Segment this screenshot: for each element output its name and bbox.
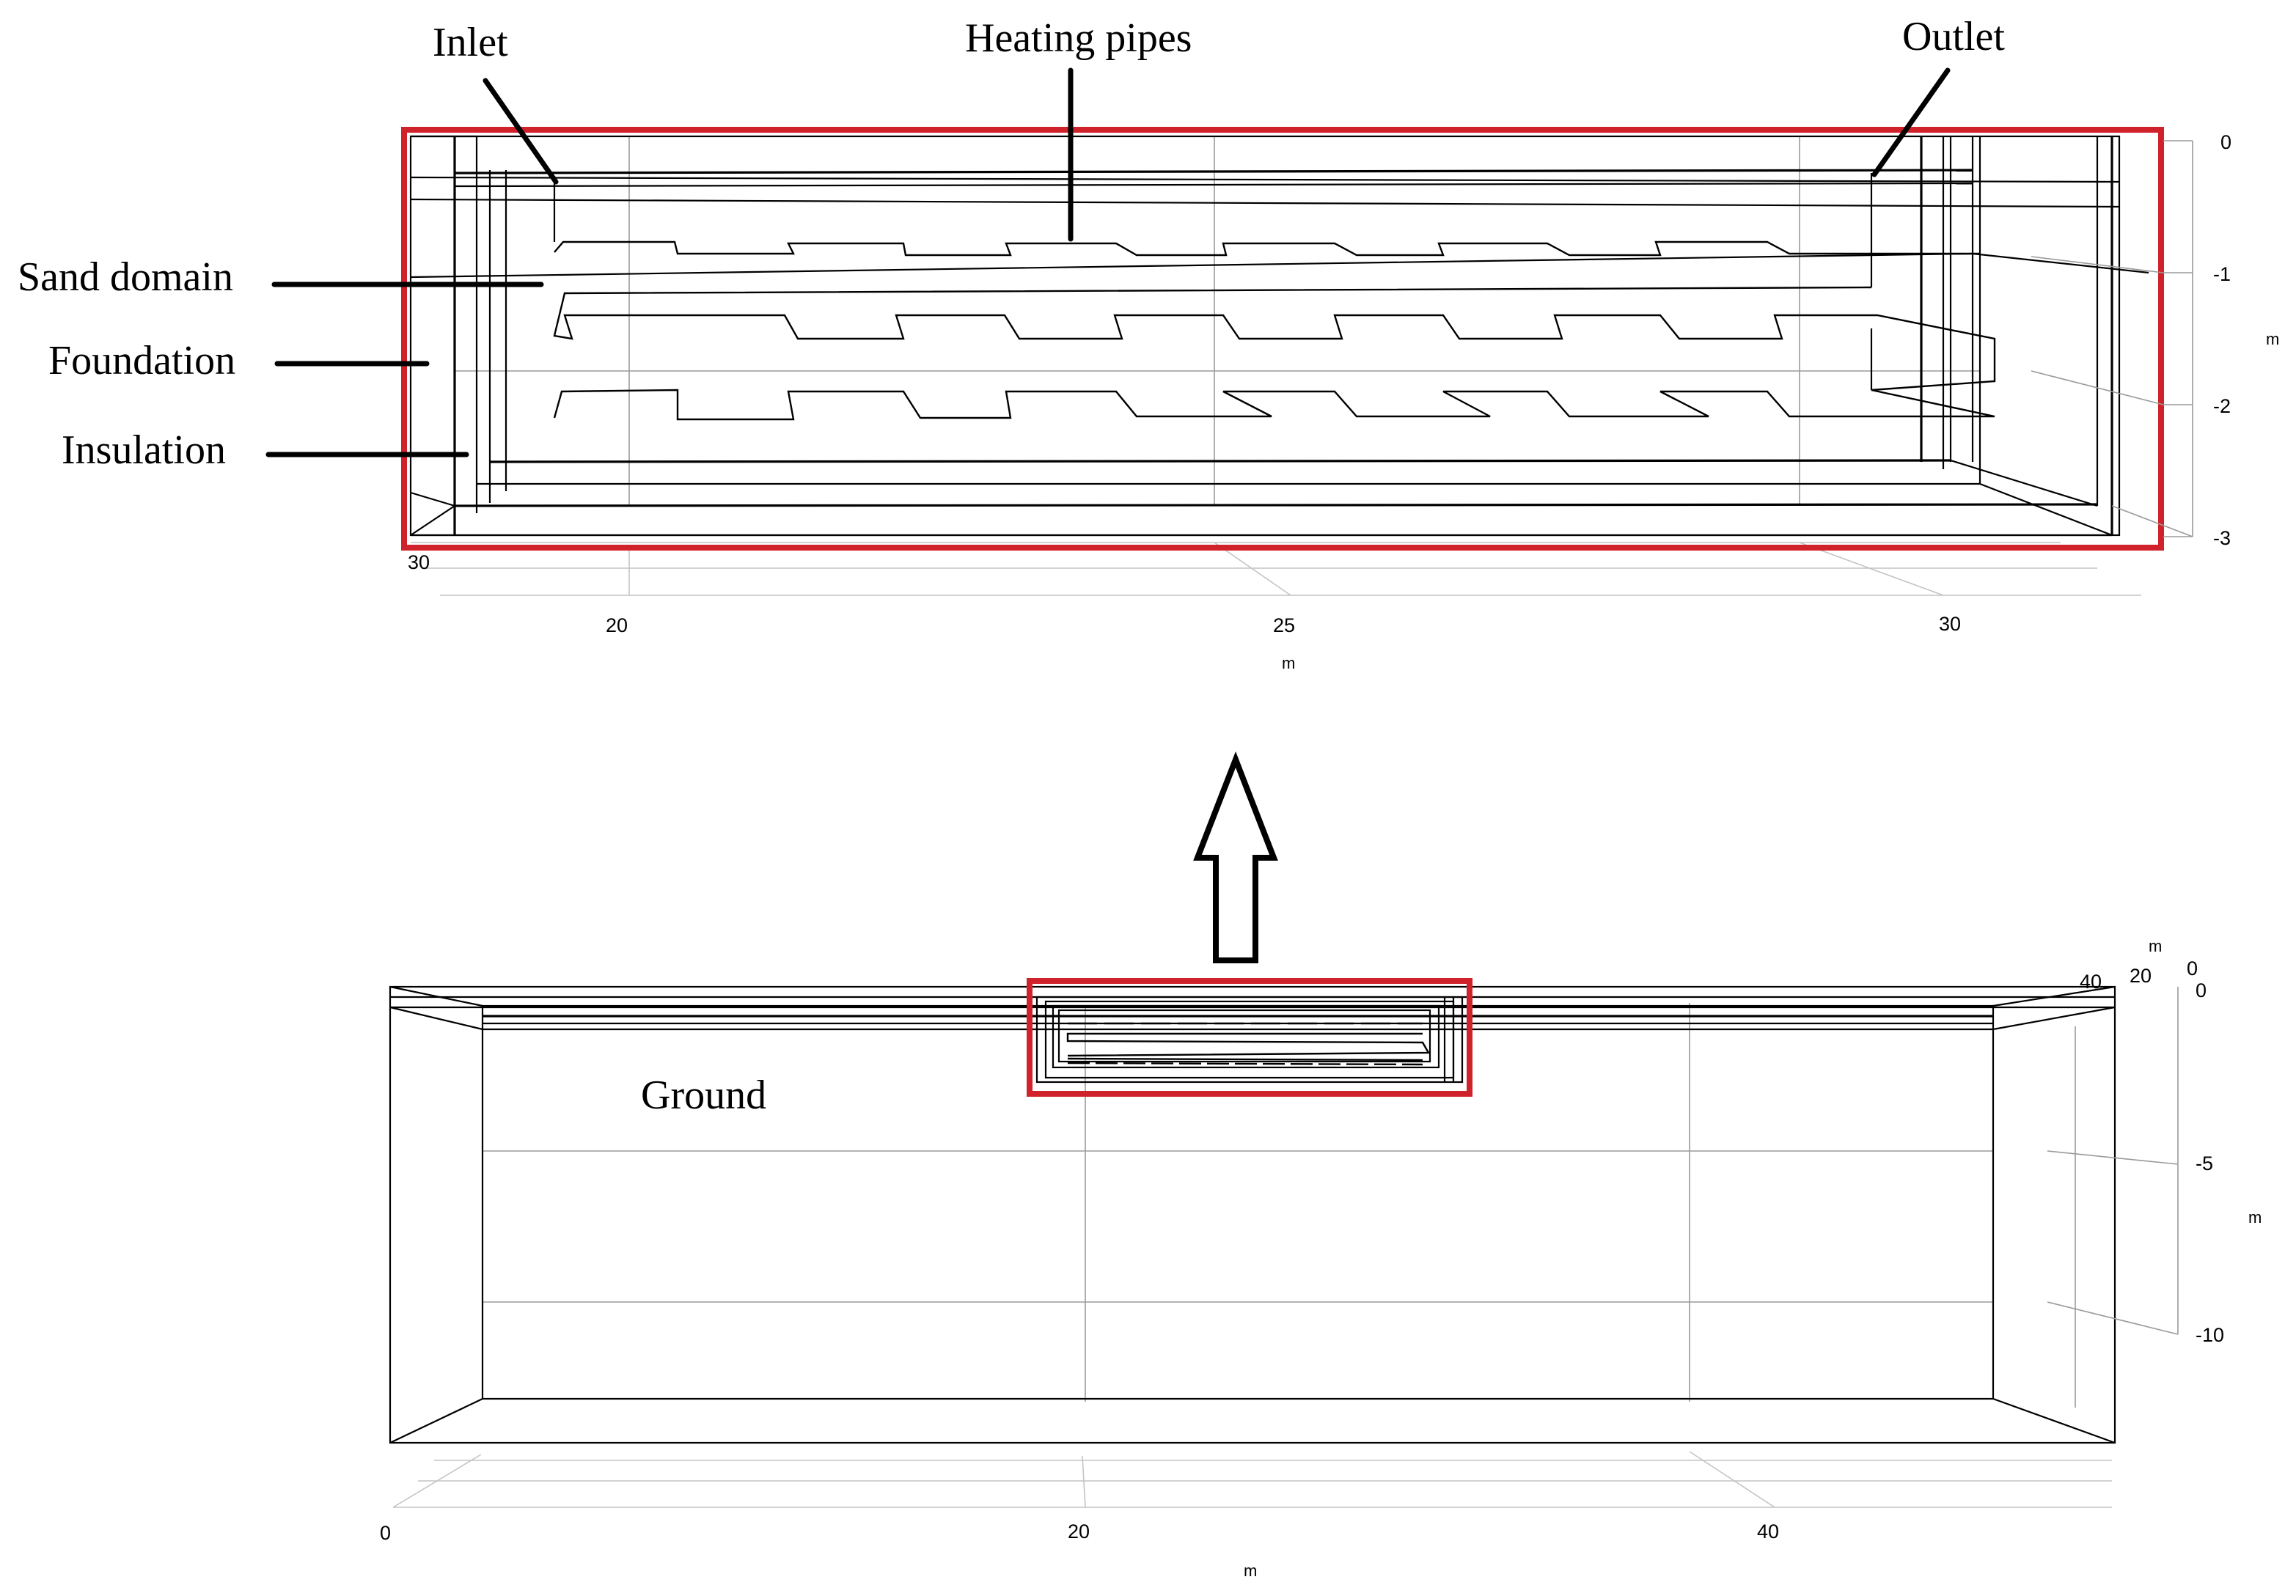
- overview-storage-inset: [1035, 996, 1464, 1084]
- inlet-leader: [483, 78, 559, 185]
- detail-y-tick: 30: [408, 551, 430, 573]
- overview-view: Ground 0 -5 -10 m 40 20 0 m 0 20 40 m: [380, 937, 2262, 1580]
- label-foundation: Foundation: [48, 338, 235, 383]
- detail-z-tick: -1: [2213, 263, 2231, 285]
- overview-highlight-frame: [1027, 978, 1472, 1097]
- overview-y-tick: 20: [2130, 965, 2152, 987]
- detail-z-tick: -2: [2213, 395, 2231, 417]
- outlet-leader: [1871, 67, 1951, 177]
- zoom-arrow-icon: [1193, 751, 1278, 963]
- label-sand-domain: Sand domain: [18, 254, 233, 300]
- label-outlet: Outlet: [1902, 14, 2005, 59]
- detail-callouts: Inlet Heating pipes Outlet Sand domain F…: [18, 14, 2005, 473]
- detail-x-tick: 25: [1273, 614, 1295, 636]
- overview-wireframe: [389, 985, 2116, 1444]
- detail-x-unit: m: [1282, 654, 1295, 672]
- detail-z-tick: 0: [2220, 131, 2231, 153]
- detail-wireframe: [409, 135, 2149, 537]
- overview-x-axis: 0 20 40 m: [380, 1520, 1779, 1580]
- detail-z-axis: 0 -1 -2 -3 m: [2031, 131, 2279, 549]
- detail-grid: [411, 136, 2141, 596]
- label-insulation: Insulation: [62, 427, 226, 473]
- overview-z-unit: m: [2248, 1208, 2262, 1227]
- label-ground: Ground: [641, 1073, 766, 1118]
- label-inlet: Inlet: [433, 20, 508, 65]
- overview-z-tick: -5: [2196, 1152, 2213, 1174]
- overview-y-unit: m: [2149, 937, 2162, 955]
- detail-view: 0 -1 -2 -3 m 30 20 25 30 m Inlet Heating…: [18, 14, 2279, 672]
- detail-z-tick: -3: [2213, 527, 2231, 549]
- overview-x-tick: 0: [380, 1522, 391, 1544]
- overview-grid: [392, 1003, 2112, 1508]
- overview-x-tick: 20: [1068, 1520, 1090, 1542]
- overview-z-axis: 0 -5 -10 m: [2047, 979, 2262, 1408]
- heating-pipes: [553, 240, 1996, 421]
- overview-y-axis: 40 20 0 m: [2080, 937, 2198, 993]
- detail-x-axis: 30 20 25 30 m: [408, 551, 1961, 672]
- detail-z-unit: m: [2266, 330, 2279, 348]
- detail-x-tick: 20: [606, 614, 628, 636]
- pipe-row-1: [554, 240, 1980, 257]
- detail-highlight-frame: [401, 127, 2164, 551]
- label-heating-pipes: Heating pipes: [965, 15, 1192, 61]
- overview-z-tick: -10: [2196, 1324, 2224, 1346]
- overview-y-tick: 0: [2187, 957, 2198, 979]
- pipe-row-3: [553, 389, 1995, 421]
- detail-x-tick: 30: [1939, 613, 1961, 635]
- overview-x-tick: 40: [1757, 1520, 1779, 1542]
- overview-x-unit: m: [1244, 1562, 1257, 1580]
- overview-y-tick: 40: [2080, 971, 2102, 993]
- overview-z-tick: 0: [2196, 979, 2207, 1001]
- pipe-row-2: [553, 286, 1996, 391]
